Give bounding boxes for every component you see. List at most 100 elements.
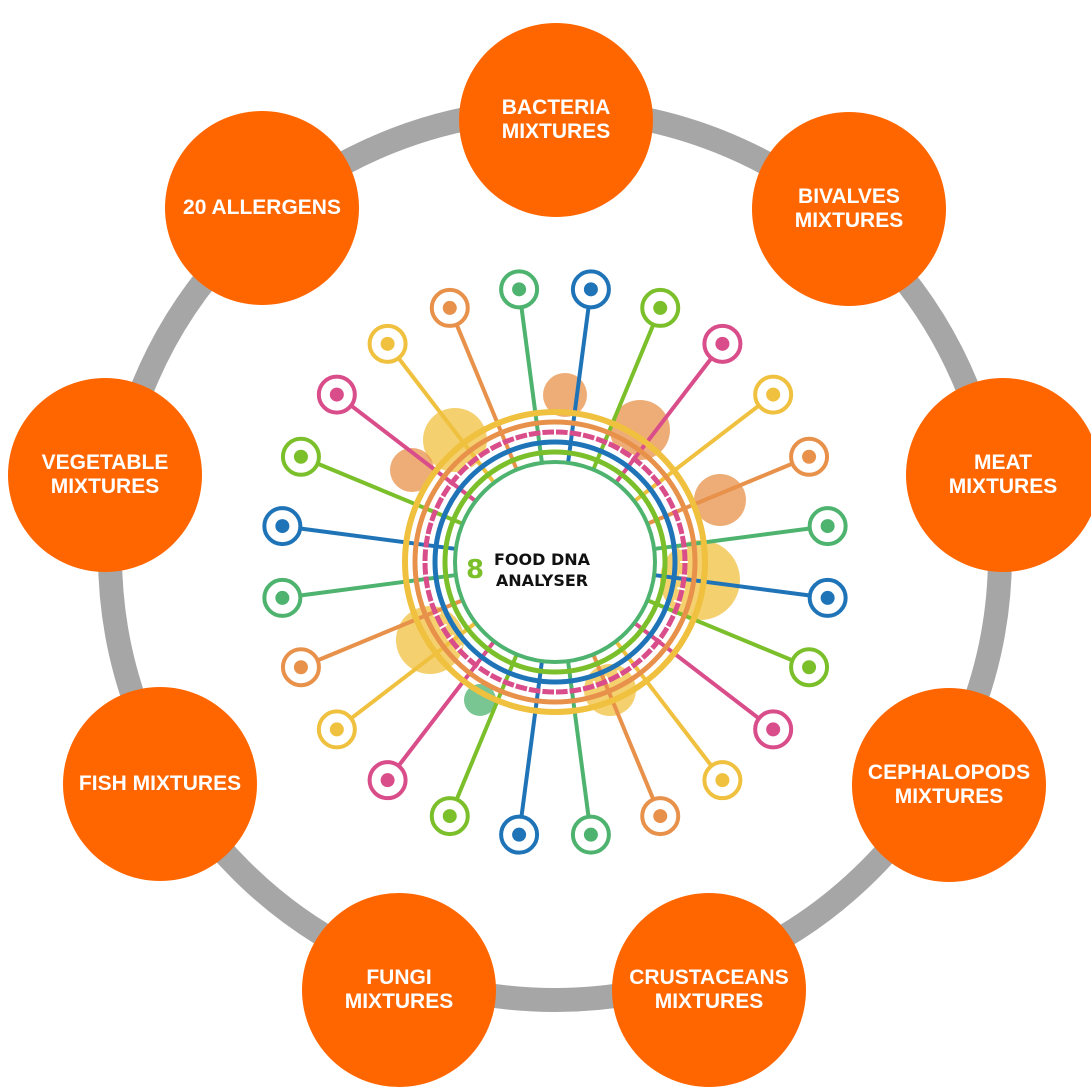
dna-tick: [476, 453, 483, 462]
dna-tick: [677, 587, 686, 591]
node-label: FUNGI MIXTURES: [344, 966, 454, 1013]
dna-tick: [540, 686, 543, 695]
cheese-icon: [262, 506, 457, 551]
dna-tick: [487, 669, 494, 678]
elephant-icon: [646, 436, 830, 526]
node-fish[interactable]: FISH MIXTURES: [63, 687, 257, 881]
dna-tick: [627, 662, 634, 671]
dna-tick: [679, 547, 688, 550]
spores-icon: [367, 323, 496, 484]
crab-icon: [262, 573, 457, 618]
seaweed-icon: [367, 640, 496, 801]
shrimp-icon: [280, 436, 464, 526]
virus-icon: [591, 653, 681, 837]
node-fungi[interactable]: FUNGI MIXTURES: [302, 893, 496, 1087]
dna-tick: [439, 623, 448, 630]
fish-icon: [280, 598, 464, 688]
node-label: MEAT MIXTURES: [948, 451, 1058, 498]
dna-tick: [465, 462, 473, 470]
dna-tick: [526, 684, 530, 693]
node-cephalopods[interactable]: CEPHALOPODS MIXTURES: [852, 688, 1046, 882]
node-meat[interactable]: MEAT MIXTURES: [906, 378, 1091, 572]
dna-tick: [647, 472, 655, 480]
node-allergens[interactable]: 20 ALLERGENS: [165, 111, 359, 305]
dna-tick: [446, 483, 455, 490]
dna-tick: [604, 440, 611, 449]
dna-bands: [402, 409, 708, 715]
node-label: BIVALVES MIXTURES: [794, 185, 904, 232]
dna-tick: [512, 435, 518, 444]
dna-tick: [439, 494, 448, 501]
food-silhouette: [464, 684, 496, 716]
dna-tick: [567, 429, 570, 438]
node-crustaceans[interactable]: CRUSTACEANS MIXTURES: [612, 893, 806, 1087]
dna-tick: [499, 675, 506, 684]
carrot-icon: [499, 269, 544, 464]
dna-tick: [668, 506, 677, 513]
dna-tick: [673, 519, 682, 525]
dna-tick: [455, 644, 463, 652]
dna-tick: [433, 506, 442, 513]
mussel-icon: [566, 660, 611, 855]
dna-tick: [424, 587, 433, 591]
dna-tick: [446, 634, 455, 641]
pig-icon: [646, 598, 830, 688]
dna-tick: [679, 574, 688, 577]
dna-tick: [647, 644, 655, 652]
cherries-icon: [429, 287, 519, 471]
dna-band: [412, 419, 698, 705]
dna-tick: [655, 483, 664, 490]
wheat-icon: [566, 269, 611, 464]
dna-band: [442, 449, 668, 675]
kangaroo-icon: [653, 573, 848, 618]
dna-icon: 8: [466, 555, 485, 585]
dna-tick: [592, 435, 598, 444]
node-label: VEGETABLE MIXTURES: [41, 451, 169, 498]
dna-tick: [428, 599, 437, 605]
dna-tick: [422, 574, 431, 577]
dna-tick: [662, 623, 671, 630]
dna-tick: [616, 446, 623, 455]
node-vegetable[interactable]: VEGETABLE MIXTURES: [8, 378, 202, 572]
dna-tick: [627, 453, 634, 462]
dinosaur-icon: [633, 374, 794, 503]
dna-tick: [540, 429, 543, 438]
dna-band: [453, 460, 657, 664]
center-title: 8 FOOD DNA ANALYSER: [466, 540, 606, 600]
dna-tick: [499, 440, 506, 449]
food-silhouette: [423, 408, 487, 472]
node-label: 20 ALLERGENS: [183, 196, 341, 219]
dna-tick: [668, 611, 677, 618]
node-label: BACTERIA MIXTURES: [501, 96, 611, 143]
dna-tick: [428, 519, 437, 525]
dna-tick: [512, 680, 518, 689]
dna-tick: [580, 684, 584, 693]
dna-tick: [604, 675, 611, 684]
dna-tick: [616, 669, 623, 678]
dna-tick: [424, 533, 433, 537]
dna-hub: [262, 269, 848, 855]
dna-band: [432, 439, 678, 685]
leaves-icon: [614, 323, 743, 484]
node-label: CRUSTACEANS MIXTURES: [629, 966, 789, 1013]
dna-tick: [580, 431, 584, 440]
dna-tick: [476, 662, 483, 671]
flower-icon: [591, 287, 681, 471]
dna-tick: [526, 431, 530, 440]
species-spokes: [262, 269, 848, 855]
dna-tick: [455, 472, 463, 480]
dna-tick: [662, 494, 671, 501]
dna-tick: [655, 634, 664, 641]
node-bivalves[interactable]: BIVALVES MIXTURES: [752, 112, 946, 306]
dna-tick: [465, 654, 473, 662]
dna-tick: [422, 547, 431, 550]
dna-band: [402, 409, 708, 715]
grapes-icon: [429, 653, 519, 837]
dna-tick: [637, 462, 645, 470]
dna-tick: [677, 533, 686, 537]
dna-tick: [637, 654, 645, 662]
node-bacteria[interactable]: BACTERIA MIXTURES: [459, 23, 653, 217]
node-label: FISH MIXTURES: [78, 772, 242, 795]
snake-icon: [633, 621, 794, 750]
